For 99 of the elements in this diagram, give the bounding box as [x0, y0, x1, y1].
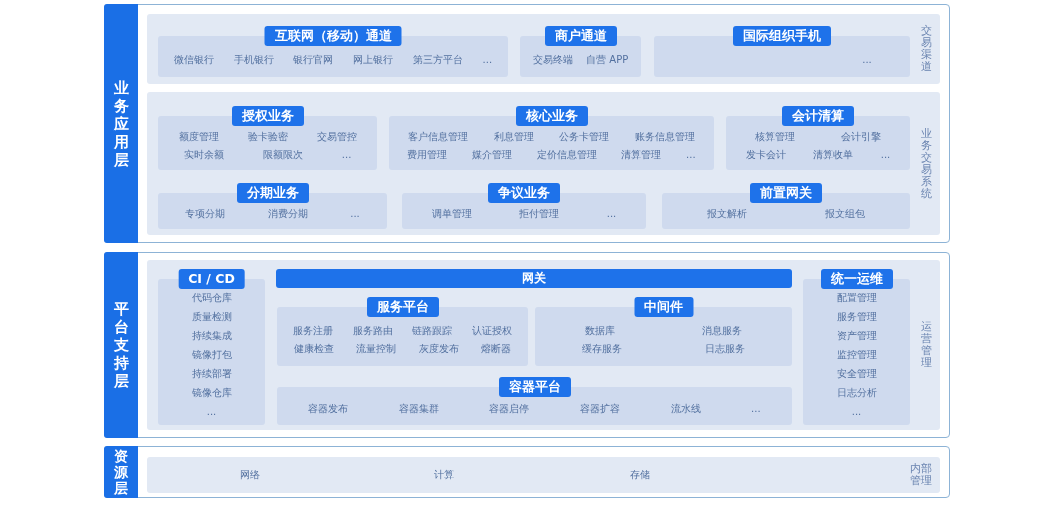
panel-background	[147, 92, 940, 235]
title-badge: 商户通道	[544, 26, 617, 46]
title-badge: 分期业务	[236, 183, 309, 203]
item-label: 镜像打包	[191, 348, 232, 362]
item-label: 公务卡管理	[559, 130, 610, 144]
item-label: ...	[862, 52, 872, 67]
layer-frame	[104, 4, 950, 243]
panel-background	[147, 14, 940, 84]
item-label: 报文组包	[825, 207, 865, 221]
item-label: 容器发布	[308, 402, 349, 416]
item-label: ...	[606, 207, 617, 221]
layer-label: 资源层	[104, 446, 138, 498]
item-label: 认证授权	[472, 323, 513, 338]
item-label: 定价信息管理	[536, 148, 597, 162]
item-label: 验卡验密	[247, 130, 288, 144]
item-label: 服务管理	[836, 310, 877, 325]
item-label: 利息管理	[493, 130, 534, 144]
layer-frame	[104, 446, 950, 498]
item-label: 发卡会计	[745, 148, 786, 162]
item-label: 容器集群	[398, 402, 439, 416]
item-label: 灰度发布	[418, 341, 459, 356]
item-label: 媒介管理	[472, 148, 513, 162]
item-label: ...	[350, 207, 360, 221]
title-badge: 授权业务	[231, 106, 304, 126]
gateway-bar: 网关	[276, 269, 792, 288]
item-label: 持续集成	[191, 329, 232, 344]
title-badge: 争议业务	[488, 183, 560, 203]
item-label: 网上银行	[353, 52, 394, 67]
item-label: ...	[206, 404, 217, 419]
item-label: 会计引擎	[841, 130, 881, 144]
item-label: 代码仓库	[191, 291, 232, 306]
title-badge: 前置网关	[750, 183, 822, 203]
item-label: 服务路由	[352, 323, 393, 338]
title-badge: CI / CD	[178, 269, 245, 289]
item-label: 网络	[240, 468, 260, 482]
item-label: 容器扩容	[579, 402, 620, 416]
item-label: 监控管理	[836, 348, 877, 362]
item-label: 核算管理	[755, 130, 795, 144]
side-label: 交易渠道	[920, 25, 932, 73]
item-label: 消费分期	[267, 207, 308, 221]
item-label: 镜像仓库	[191, 385, 232, 400]
item-label: 消息服务	[702, 323, 743, 338]
item-label: 日志分析	[836, 385, 877, 400]
item-label: 实时余额	[183, 148, 224, 162]
title-badge: 统一运维	[820, 269, 893, 289]
item-label: 日志服务	[704, 341, 745, 356]
item-label: 清算管理	[621, 148, 662, 162]
layer-label: 平台支持层	[104, 252, 138, 438]
side-label: 运营管理	[920, 321, 932, 369]
title-badge: 会计清算	[782, 106, 854, 126]
item-label: 调单管理	[431, 207, 472, 221]
item-label: 流量控制	[356, 341, 397, 356]
item-label: 计算	[434, 468, 454, 482]
item-label: 第三方平台	[412, 52, 463, 67]
title-badge: 容器平台	[498, 377, 571, 397]
item-label: 银行官网	[293, 52, 334, 67]
layer-label: 业务应用层	[104, 4, 138, 243]
item-label: 存储	[630, 468, 650, 482]
item-label: 健康检查	[294, 341, 335, 356]
item-label: ...	[751, 402, 761, 416]
item-label: ...	[851, 404, 862, 419]
item-label: ...	[880, 148, 891, 162]
title-badge: 国际组织手机	[733, 26, 831, 46]
item-label: 客户信息管理	[407, 130, 468, 144]
item-label: ...	[482, 52, 493, 67]
item-label: 交易终端	[532, 52, 573, 67]
item-label: 缓存服务	[582, 341, 623, 356]
item-label: 专项分期	[185, 207, 226, 221]
item-label: 质量检测	[191, 310, 232, 325]
item-label: 账务信息管理	[635, 130, 696, 144]
item-label: 链路跟踪	[412, 323, 453, 338]
item-label: 清算收单	[813, 148, 854, 162]
item-label: 安全管理	[836, 366, 877, 381]
item-label: 交易管控	[316, 130, 357, 144]
item-label: 流水线	[670, 402, 701, 416]
item-label: 容器启停	[489, 402, 530, 416]
item-label: 拒付管理	[519, 207, 560, 221]
title-badge: 核心业务	[515, 106, 588, 126]
item-label: ...	[686, 148, 696, 162]
title-badge: 互联网（移动）通道	[264, 26, 402, 46]
item-label: 手机银行	[233, 52, 274, 67]
item-label: 自营 APP	[586, 52, 629, 67]
item-label: 配置管理	[836, 291, 877, 306]
item-label: 数据库	[584, 323, 615, 338]
item-label: 额度管理	[178, 130, 219, 144]
side-label: 业务交易系统	[920, 127, 932, 200]
item-label: ...	[341, 148, 352, 162]
item-label: 费用管理	[407, 148, 448, 162]
title-badge: 服务平台	[366, 297, 439, 317]
item-label: 熔断器	[480, 341, 511, 356]
item-label: 微信银行	[173, 52, 214, 67]
title-badge: 中间件	[634, 297, 693, 317]
item-label: 持续部署	[191, 366, 232, 381]
panel-background	[147, 457, 940, 493]
item-label: 资产管理	[836, 329, 877, 344]
item-label: 限额限次	[262, 148, 303, 162]
item-label: 报文解析	[707, 207, 747, 221]
item-label: 服务注册	[292, 323, 333, 338]
side-label: 内部管理	[909, 463, 932, 487]
